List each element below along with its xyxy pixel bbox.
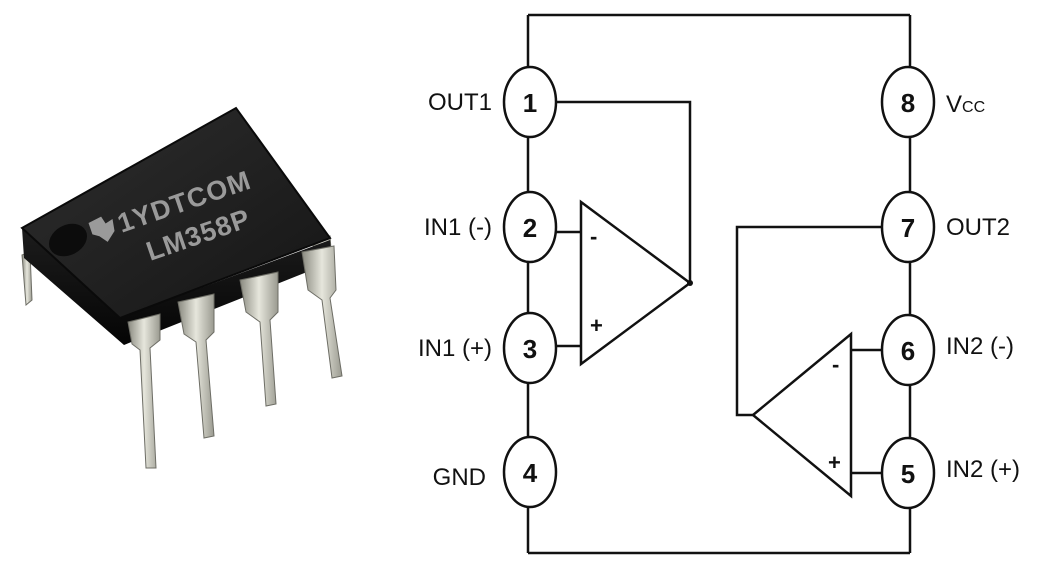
pin-7: 7 OUT2 <box>880 190 1010 264</box>
opamp2-plus-sign: + <box>828 450 841 475</box>
opamp1-feedback-wire <box>555 100 692 283</box>
pin-8-label-sub: CC <box>962 99 985 116</box>
pin-3-number: 3 <box>523 334 537 364</box>
pin-5-label: IN2 (+) <box>946 456 1020 483</box>
pin-2-label: IN1 (-) <box>424 214 492 241</box>
opamp1-triangle <box>579 199 693 367</box>
opamp1-plus-sign: + <box>590 313 603 338</box>
pin-4-number: 4 <box>523 458 538 488</box>
chip-body-top <box>20 106 332 320</box>
pin-5: 5 IN2 (+) <box>880 436 1020 510</box>
ti-logo-icon <box>88 216 115 242</box>
pin-3: 3 IN1 (+) <box>418 311 558 385</box>
pin-3-label: IN1 (+) <box>418 335 492 362</box>
pin-5-number: 5 <box>901 459 915 489</box>
opamp1-output-node <box>687 280 693 286</box>
opamp1-minus-sign: - <box>590 224 597 249</box>
pin-2-number: 2 <box>523 213 537 243</box>
pin-6-label: IN2 (-) <box>946 333 1014 360</box>
pin-6: 6 IN2 (-) <box>880 313 1014 387</box>
chip-notch <box>48 223 88 257</box>
chip-front-legs <box>127 245 343 469</box>
pin-1-number: 1 <box>523 88 537 118</box>
pin-8-label: VCC <box>946 91 985 118</box>
opamp2-triangle <box>751 331 853 499</box>
pin-1-label: OUT1 <box>428 89 492 116</box>
pin-4-label: GND <box>433 464 486 491</box>
chip-body-side <box>22 228 332 345</box>
pin-4: 4 GND <box>433 435 558 509</box>
pin-7-number: 7 <box>901 213 915 243</box>
opamp2-minus-sign: - <box>832 352 839 377</box>
pin-8: 8 VCC <box>880 65 985 139</box>
opamp2-feedback-wire <box>735 225 883 417</box>
pin-8-number: 8 <box>901 88 915 118</box>
pin-7-label: OUT2 <box>946 214 1010 241</box>
pin-1: 1 OUT1 <box>428 65 558 139</box>
pinout-schematic: - + - + 1 OUT1 2 IN1 (-) 3 IN1 (+) 4 GND <box>418 13 1020 555</box>
pin-6-number: 6 <box>901 336 915 366</box>
chip-photo: 1YDTCOM LM358P <box>20 106 343 469</box>
pin-2: 2 IN1 (-) <box>424 190 558 264</box>
